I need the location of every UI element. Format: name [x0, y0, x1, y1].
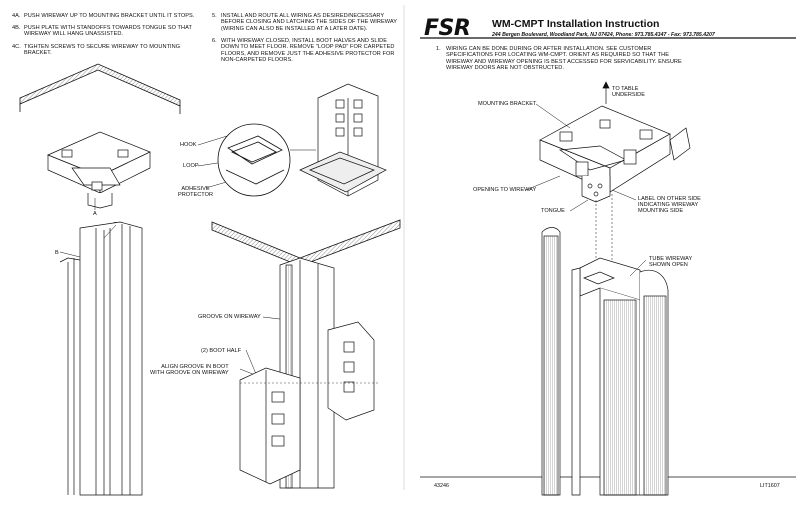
leader-lines-right: [525, 103, 647, 277]
callout-adhesive-line2: PROTECTOR: [178, 192, 214, 199]
callout-align-line2: WITH GROOVE ON WIREWAY: [150, 370, 229, 377]
callout-to-table-line1: TO TABLE: [612, 86, 639, 92]
step-text: PUSH PLATE WITH STANDOFFS TOWARDS TONGUE…: [24, 25, 192, 38]
callout-tongue: TONGUE: [541, 208, 565, 214]
callout-opening: OPENING TO WIREWAY: [473, 187, 537, 193]
mounting-bracket-drawing-right: [539, 81, 691, 203]
step-4c: 4c.TIGHTEN SCREWS TO SECURE WIREWAY TO M…: [12, 44, 202, 57]
step-4a: 4a.PUSH WIREWAY UP TO MOUNTING BRACKET U…: [12, 13, 202, 19]
boot-detail-magnifier: [217, 123, 316, 197]
wireway-column-with-boot: [239, 257, 380, 489]
wireway-column-left: [59, 221, 143, 496]
boot-upper-drawing: [299, 83, 387, 197]
callout-adhesive-line1: ADHESIVE: [181, 186, 210, 192]
callout-to-table-line2: UNDERSIDE: [612, 92, 645, 99]
callout-align: ALIGN GROOVE IN BOOT WITH GROOVE ON WIRE…: [150, 364, 229, 376]
step-text: WIRING CAN BE DONE DURING OR AFTER INSTA…: [446, 46, 682, 72]
step-number: 1.: [436, 46, 441, 52]
callout-label-line1: LABEL ON OTHER SIDE: [638, 196, 701, 202]
footer-code-right: LIT1607: [760, 483, 780, 489]
step-1: 1. WIRING CAN BE DONE DURING OR AFTER INS…: [436, 46, 686, 72]
callout-tube-line1: TUBE WIREWAY: [649, 256, 693, 262]
mounting-bracket-drawing-left: [47, 131, 151, 209]
tube-wireway-drawing: [541, 194, 669, 496]
callout-label: LABEL ON OTHER SIDE INDICATING WIREWAY M…: [638, 196, 701, 215]
step-number: 4a.: [12, 13, 21, 19]
step-number: 5.: [212, 13, 217, 19]
ceiling-corner-lower: [211, 219, 401, 267]
callout-loop: LOOP: [183, 163, 199, 169]
step-4b: 4b.PUSH PLATE WITH STANDOFFS TOWARDS TON…: [12, 25, 202, 38]
footer-code-left: 43246: [434, 483, 449, 489]
step-number: 4c.: [12, 44, 21, 50]
callout-boot-half: (2) BOOT HALF: [201, 348, 241, 354]
company-address: 244 Bergen Boulevard, Woodland Park, NJ …: [492, 32, 715, 38]
callout-mounting-bracket: MOUNTING BRACKET: [478, 101, 537, 107]
step-6: 6. WITH WIREWAY CLOSED, INSTALL BOOT HALV…: [212, 38, 397, 64]
callout-b: b: [55, 250, 59, 256]
callout-align-line1: ALIGN GROOVE IN BOOT: [161, 364, 229, 370]
callout-hook: HOOK: [180, 142, 197, 148]
callout-groove: GROOVE ON WIREWAY: [198, 314, 261, 320]
step-number: 6.: [212, 38, 217, 44]
ceiling-corner-drawing: [19, 63, 181, 114]
page-title: WM-CMPT Installation Instruction: [492, 18, 660, 30]
callout-a: a: [93, 211, 97, 217]
step-text: PUSH WIREWAY UP TO MOUNTING BRACKET UNTI…: [24, 13, 195, 19]
step-5: 5. INSTALL AND ROUTE ALL WIRING AS DESIRE…: [212, 13, 397, 32]
callout-tube: TUBE WIREWAY SHOWN OPEN: [649, 256, 692, 268]
callout-adhesive: ADHESIVE PROTECTOR: [178, 186, 213, 198]
step-number: 4b.: [12, 25, 21, 31]
brand-logo: FSR: [424, 16, 471, 41]
callout-tube-line2: SHOWN OPEN: [649, 262, 688, 269]
step-text: INSTALL AND ROUTE ALL WIRING AS DESIRED/…: [221, 13, 397, 32]
callout-label-line3: MOUNTING SIDE: [638, 208, 684, 215]
callout-to-table: TO TABLE UNDERSIDE: [612, 86, 645, 98]
callout-label-line2: INDICATING WIREWAY: [638, 202, 699, 209]
step-text: WITH WIREWAY CLOSED, INSTALL BOOT HALVES…: [221, 38, 395, 64]
step-text: TIGHTEN SCREWS TO SECURE WIREWAY TO MOUN…: [24, 44, 181, 57]
